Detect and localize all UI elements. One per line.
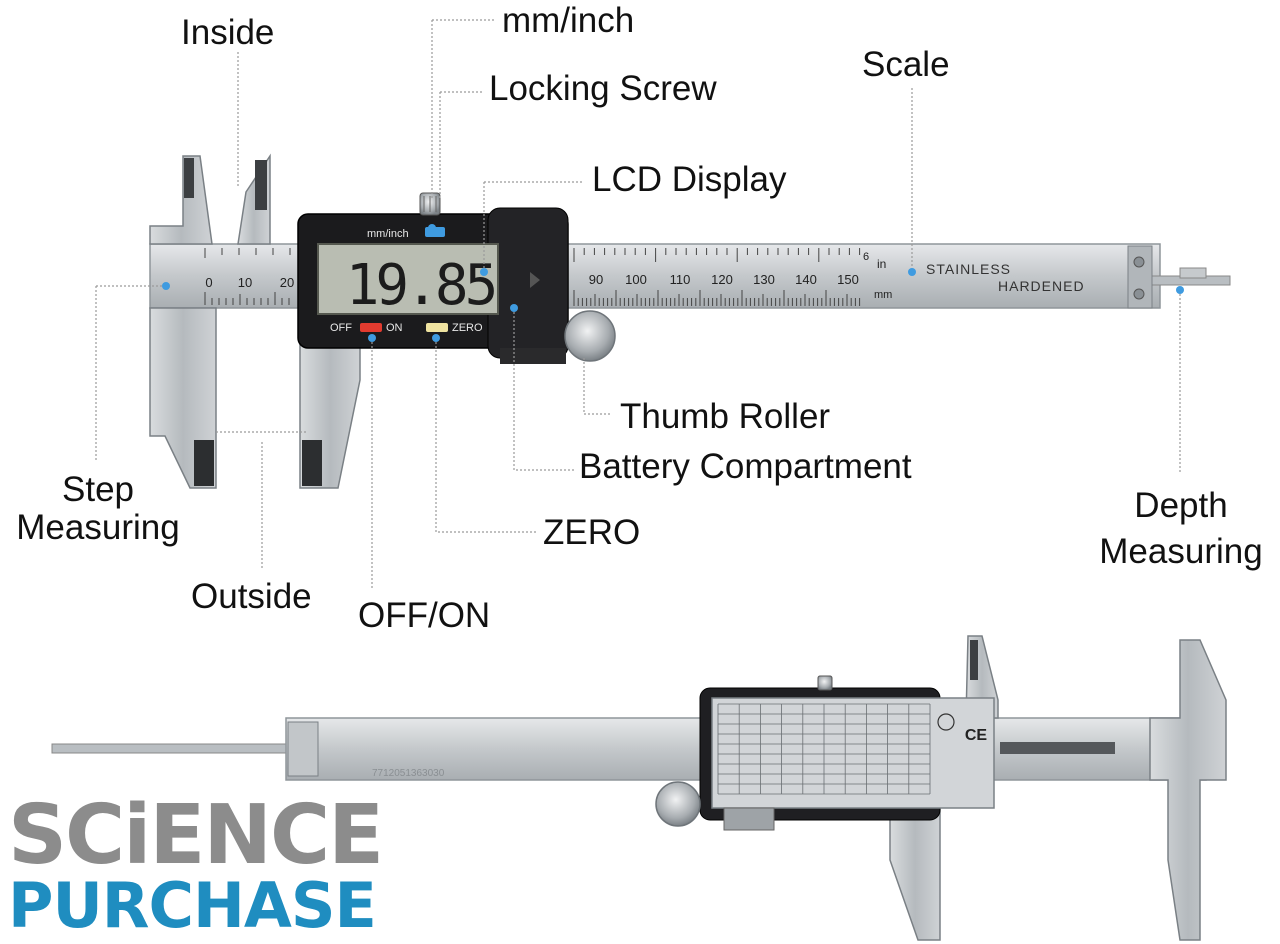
on-text: ON [386, 322, 403, 334]
label-lcd-display: LCD Display [592, 160, 787, 199]
mm-number-140: 140 [795, 272, 817, 287]
marker-dots [162, 224, 1184, 342]
mm-number-100: 100 [625, 272, 647, 287]
battery-compartment-body [487, 207, 569, 359]
back-gear [723, 807, 775, 831]
leader-lines [95, 19, 1181, 590]
mm-number-110: 110 [670, 272, 691, 287]
logo-purchase: PURCHASE [8, 869, 377, 942]
hardened-text: HARDENED [998, 278, 1085, 294]
label-step-measuring: Step Measuring [0, 471, 196, 547]
zero-button[interactable] [426, 323, 448, 332]
serial-number: 7712051363030 [372, 768, 445, 779]
back-plate [711, 697, 995, 809]
thumb-roller[interactable] [564, 310, 616, 362]
bottom-caliper: 7712051363030 CE [51, 635, 1227, 941]
lcd-reading: 19.85 [346, 253, 495, 318]
label-thumb-roller: Thumb Roller [620, 397, 831, 436]
label-zero: ZERO [543, 513, 641, 552]
label-step-measuring-line2: Measuring [16, 508, 180, 547]
label-locking-screw: Locking Screw [489, 69, 717, 108]
inch-number-6: 6 [863, 251, 869, 263]
ce-mark: CE [965, 727, 988, 744]
back-thumb-roller [655, 781, 701, 827]
mm-number-10: 10 [238, 275, 252, 290]
fixed-inside-jaw [149, 155, 213, 245]
label-step-measuring-line1: Step [62, 470, 134, 509]
label-depth-measuring: Depth Measuring [1084, 483, 1278, 575]
top-caliper: 0 10 20 90 100 110 120 130 140 150 6 in … [149, 153, 1231, 489]
label-battery-compartment: Battery Compartment [579, 447, 912, 486]
mm-number-20: 20 [280, 275, 294, 290]
lcd-mm-inch-text: mm/inch [367, 228, 409, 240]
logo-science: SCiENCE [8, 788, 384, 883]
label-scale: Scale [862, 45, 950, 84]
back-fixed-jaw [1149, 639, 1227, 941]
label-depth-measuring-line1: Depth [1134, 486, 1228, 525]
mm-number-90: 90 [589, 272, 603, 287]
off-text: OFF [330, 322, 352, 334]
spec-table [717, 703, 931, 795]
stainless-text: STAINLESS [926, 261, 1011, 277]
lcd-screen [317, 243, 499, 315]
mm-scale-right [573, 248, 861, 306]
mm-number-150: 150 [837, 272, 859, 287]
mm-number-0: 0 [205, 275, 212, 290]
label-inside: Inside [181, 13, 275, 52]
label-mm-inch: mm/inch [502, 1, 635, 40]
unit-in: in [877, 257, 886, 271]
mm-scale-left [204, 248, 291, 305]
mm-number-130: 130 [753, 272, 775, 287]
unit-mm: mm [874, 289, 892, 301]
label-outside: Outside [191, 577, 312, 616]
mm-numbers-right: 90 100 110 120 130 140 150 [589, 272, 859, 287]
label-off-on: OFF/ON [358, 596, 491, 635]
off-on-button[interactable] [360, 323, 382, 332]
zero-text: ZERO [452, 322, 483, 334]
back-depth-rod [51, 743, 293, 754]
label-depth-measuring-line2: Measuring [1099, 532, 1263, 571]
mm-number-120: 120 [711, 272, 733, 287]
battery-arrow-icon [530, 272, 540, 288]
